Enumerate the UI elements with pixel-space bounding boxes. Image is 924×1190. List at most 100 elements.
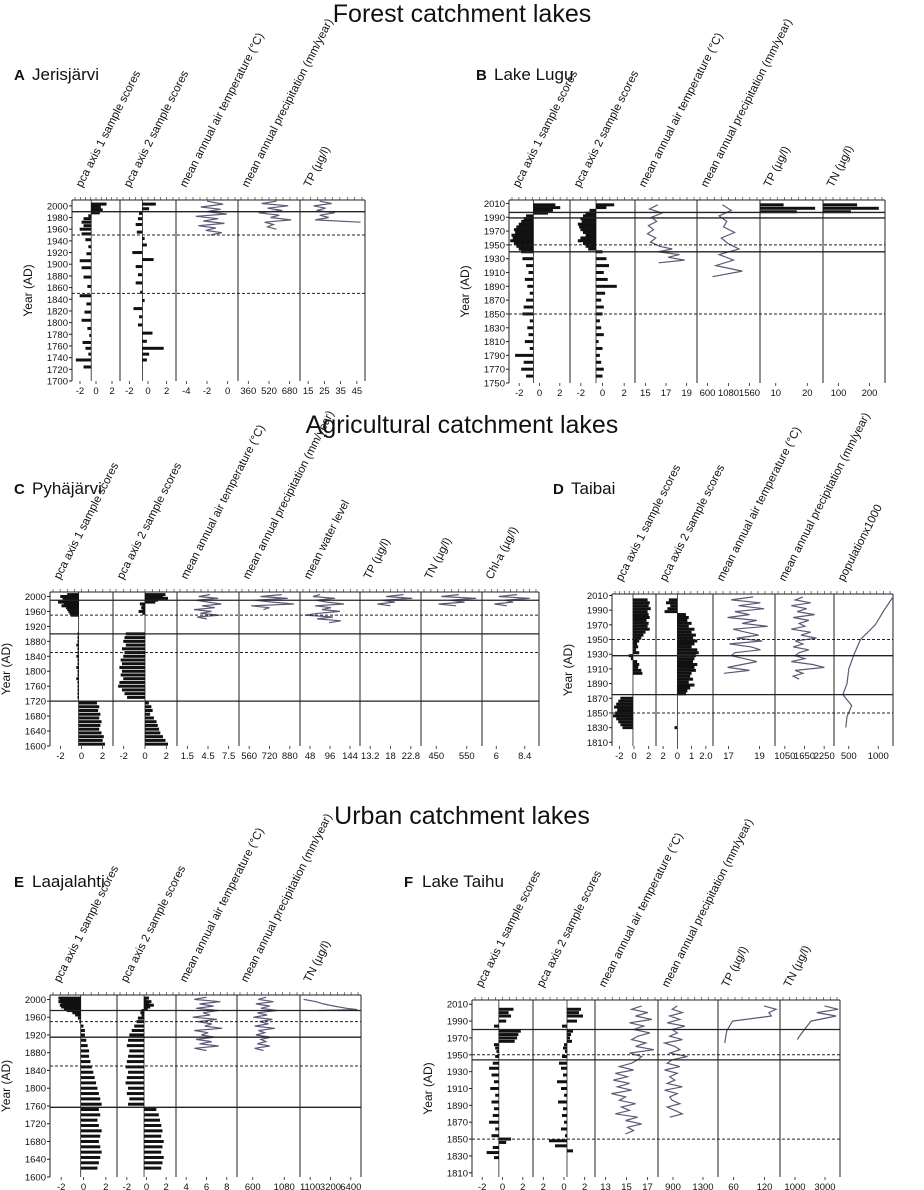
data-bar [132,251,143,255]
data-bar [596,374,603,378]
x-tick-label: 22.8 [402,751,421,762]
data-bar [667,607,678,611]
data-bar [88,352,92,356]
data-bar [523,305,534,309]
data-bar [145,705,152,709]
data-curve [724,1005,778,1044]
data-bar [549,1139,567,1143]
data-bar [596,353,600,357]
data-bar [664,610,678,614]
y-tick-label: 1880 [47,271,68,282]
data-bar [528,333,534,337]
y-tick-label: 1840 [47,295,68,306]
panel-letter: E [14,874,24,891]
data-bar [144,1166,162,1170]
data-bar [567,1011,579,1015]
data-bar [62,596,79,600]
data-bar [80,1134,101,1138]
x-tick-label: 0 [144,1182,149,1190]
data-bar [565,1134,567,1138]
y-tick-label: 1640 [25,1155,46,1166]
data-bar [77,680,79,684]
data-bar [596,367,604,371]
data-bar [131,1029,145,1033]
data-bar [124,651,145,655]
data-bar [616,702,633,706]
data-bar [87,284,92,288]
y-tick-label: 1890 [447,1101,468,1112]
data-bar [512,236,534,240]
x-tick-label: 7.5 [222,751,235,762]
x-tick-label: 20 [802,388,813,399]
y-tick-label: 1830 [447,1151,468,1162]
data-bar [91,211,100,215]
data-bar [558,1100,567,1104]
y-tick-label: 1920 [47,248,68,259]
column-header: pca axis 2 sample scores [572,69,641,190]
data-bar [677,668,696,672]
data-bar [75,358,92,362]
x-tick-label: 144 [342,751,358,762]
data-bar [564,1043,567,1047]
column-header: populationx1000 [836,503,885,584]
data-bar [135,265,143,269]
data-bar [493,1156,499,1160]
data-bar [77,647,79,651]
x-tick-label: 19 [754,751,765,762]
data-bar [618,720,633,724]
panel-letter: A [14,67,25,84]
data-bar [144,1124,162,1128]
panel-lake-name: Lake Taihu [422,872,504,891]
x-tick-label: 450 [428,751,444,762]
data-bar [145,594,163,598]
x-tick-label: 2.0 [699,751,712,762]
y-tick-label: 1810 [447,1168,468,1179]
data-curve [251,594,294,611]
y-tick-label: 1970 [447,1033,468,1044]
y-tick-label: 1850 [484,309,505,320]
data-bar [596,257,607,261]
data-curve [258,200,292,230]
data-bar [585,244,596,248]
data-bar [145,600,156,604]
data-bar [80,1108,99,1112]
data-bar [82,340,92,344]
data-bar [140,290,143,294]
x-tick-label: 880 [282,751,298,762]
data-bar [81,266,92,270]
data-bar [128,1070,145,1074]
data-bar [515,230,534,234]
data-bar [121,688,145,692]
data-bar [596,271,604,275]
x-tick-label: 2 [622,388,627,399]
data-bar [85,238,92,242]
y-tick-label: 1920 [25,1030,46,1041]
data-bar [632,613,649,617]
data-bar [83,275,92,279]
y-tick-label: 1930 [587,650,608,661]
data-bar [527,284,534,288]
x-tick-label: 560 [241,751,257,762]
y-tick-label: 1910 [587,664,608,675]
data-bar [677,683,695,687]
data-bar [144,1001,149,1005]
data-bar [118,684,145,688]
data-bar [564,1120,567,1124]
x-tick-label: -2 [515,388,523,399]
data-bar [85,346,92,350]
data-bar [144,1139,164,1143]
data-bar [492,1061,499,1065]
data-bar [140,1011,145,1015]
data-bar [563,1073,567,1077]
data-bar [72,1011,81,1015]
data-bar [142,331,153,335]
data-bar [518,247,534,251]
data-bar [562,1024,567,1028]
data-bar [632,630,646,634]
data-bar [498,1011,509,1015]
data-bar [126,1092,145,1096]
data-bar [142,608,145,612]
